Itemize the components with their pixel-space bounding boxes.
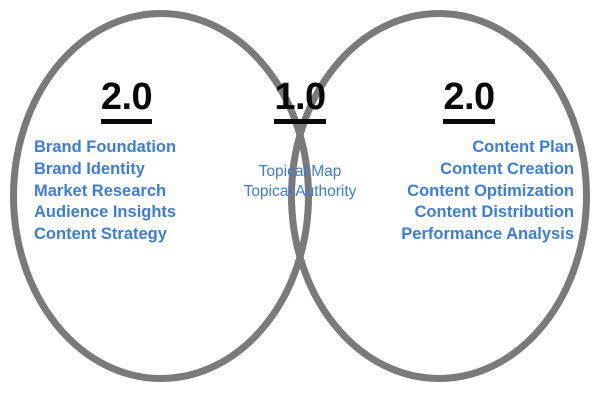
left-circle-region: 2.0 Brand Foundation Brand Identity Mark… xyxy=(34,78,244,246)
left-heading-wrap: 2.0 xyxy=(34,78,219,124)
right-circle-item-list: Content Plan Content Creation Content Op… xyxy=(356,137,574,246)
left-circle-heading: 2.0 xyxy=(100,78,153,124)
list-item: Content Distribution xyxy=(414,203,574,222)
overlap-item-list: Topical Map Topical Authority xyxy=(222,162,378,203)
list-item: Brand Identity xyxy=(34,159,145,178)
left-circle-item-list: Brand Foundation Brand Identity Market R… xyxy=(34,137,244,246)
list-item: Topical Authority xyxy=(243,183,357,201)
list-item: Content Creation xyxy=(440,159,574,178)
right-circle-heading: 2.0 xyxy=(443,78,495,124)
list-item: Content Strategy xyxy=(34,225,167,244)
overlap-heading-wrap: 1.0 xyxy=(222,78,378,124)
list-item: Market Research xyxy=(34,181,167,200)
left-circle-outline xyxy=(10,10,312,382)
overlap-heading: 1.0 xyxy=(274,78,326,124)
list-item: Audience Insights xyxy=(34,203,177,222)
list-item: Topical Map xyxy=(258,163,342,180)
list-item: Performance Analysis xyxy=(401,225,574,244)
right-circle-outline xyxy=(288,10,590,382)
right-heading-wrap: 2.0 xyxy=(370,78,568,124)
list-item: Brand Foundation xyxy=(34,138,177,156)
list-item: Content Plan xyxy=(472,138,574,156)
right-circle-region: 2.0 Content Plan Content Creation Conten… xyxy=(356,78,574,246)
overlap-region: 1.0 Topical Map Topical Authority xyxy=(222,78,378,203)
list-item: Content Optimization xyxy=(407,181,574,200)
